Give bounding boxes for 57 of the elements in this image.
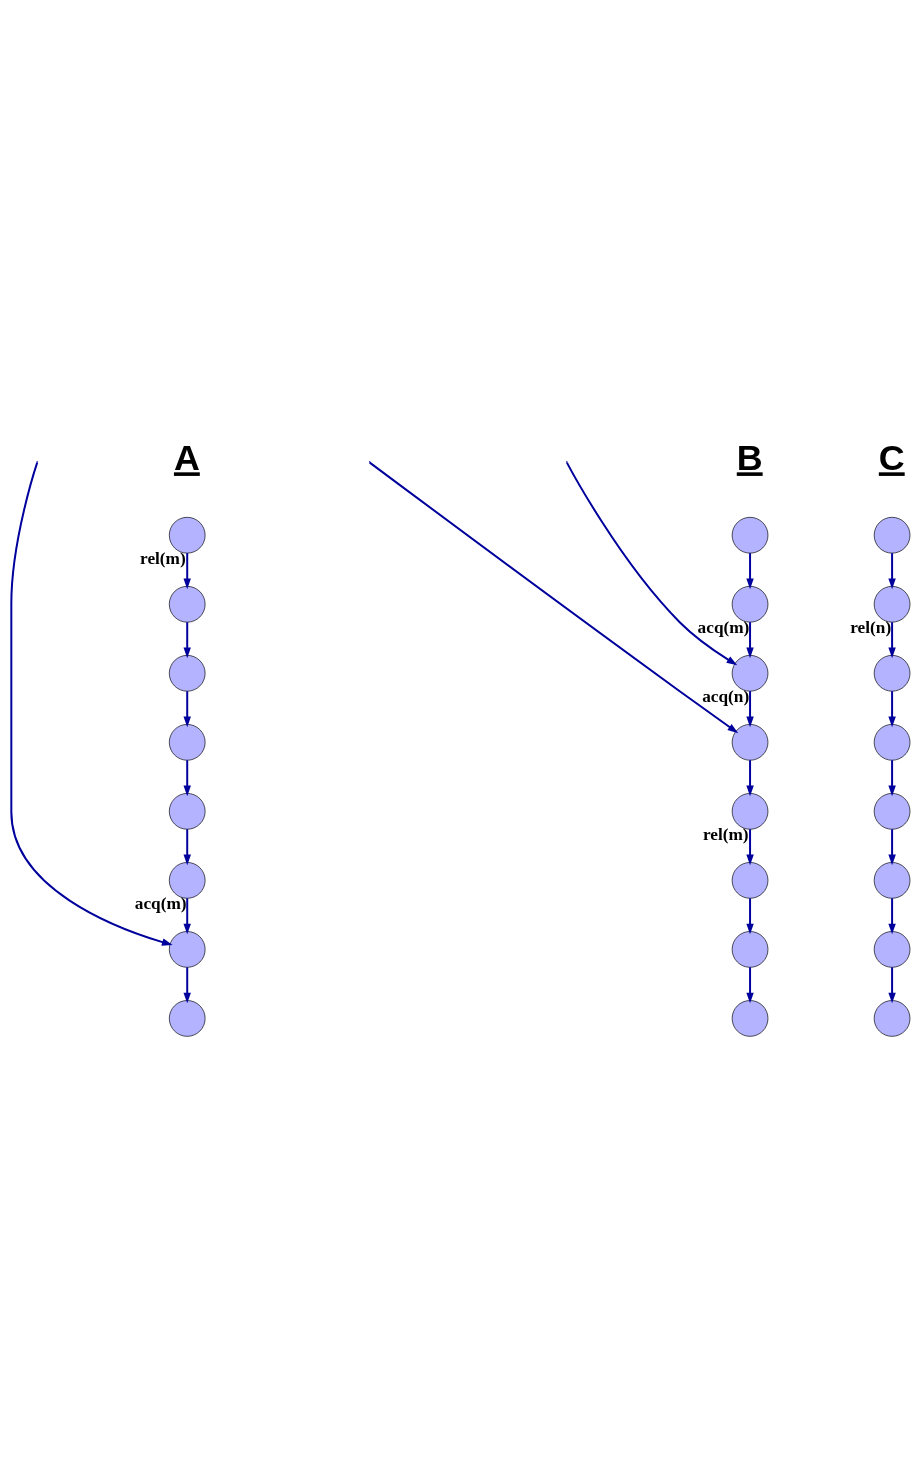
node-circle — [168, 655, 206, 692]
node-circle — [731, 862, 769, 899]
node-circle — [168, 724, 206, 761]
node-circle — [168, 586, 206, 623]
arrow — [183, 759, 191, 797]
arrow — [746, 621, 754, 659]
arrow — [888, 828, 896, 866]
node-circle — [731, 1000, 769, 1037]
arrow — [183, 621, 191, 659]
arrow — [888, 897, 896, 935]
label: B — [736, 438, 763, 479]
edge-label: acq(m) — [134, 893, 187, 913]
node-circle — [731, 516, 769, 554]
label: C — [878, 438, 905, 479]
arrow — [565, 461, 738, 666]
node-circle — [873, 655, 911, 692]
node-circle — [873, 516, 911, 554]
edge-label: acq(n) — [702, 686, 750, 706]
node-circle — [873, 931, 911, 968]
arrow — [183, 690, 191, 728]
node-circle — [731, 586, 769, 623]
arrow — [10, 461, 173, 946]
node-circle — [873, 862, 911, 899]
node-circle — [873, 724, 911, 761]
edge-label: rel(n) — [850, 617, 892, 637]
node-circle — [731, 655, 769, 692]
node-circle — [731, 931, 769, 968]
node-circle — [168, 793, 206, 830]
arrow — [183, 828, 191, 866]
arrow — [888, 966, 896, 1004]
arrow — [888, 759, 896, 797]
node-circle — [873, 1000, 911, 1037]
arrow — [746, 828, 754, 866]
label: A — [173, 438, 200, 479]
arrow — [888, 690, 896, 728]
node-circle — [731, 793, 769, 830]
node-circle — [168, 862, 206, 899]
arrow — [746, 966, 754, 1004]
node-circle — [168, 1000, 206, 1037]
arrow — [888, 552, 896, 590]
edge-label: rel(m) — [702, 824, 749, 844]
arrow — [746, 897, 754, 935]
arrow — [183, 552, 191, 590]
node-circle — [873, 586, 911, 623]
edge-label: acq(m) — [697, 617, 750, 637]
node-circle — [168, 931, 206, 968]
arrow — [746, 552, 754, 590]
node-circle — [168, 516, 206, 554]
node-circle — [731, 724, 769, 761]
edge-label: rel(m) — [140, 548, 186, 568]
node-circle — [873, 793, 911, 830]
arrow — [888, 621, 896, 659]
arrow — [368, 461, 739, 734]
arrow — [183, 966, 191, 1004]
arrow — [183, 897, 191, 935]
arrow — [746, 690, 754, 728]
arrow — [746, 759, 754, 797]
